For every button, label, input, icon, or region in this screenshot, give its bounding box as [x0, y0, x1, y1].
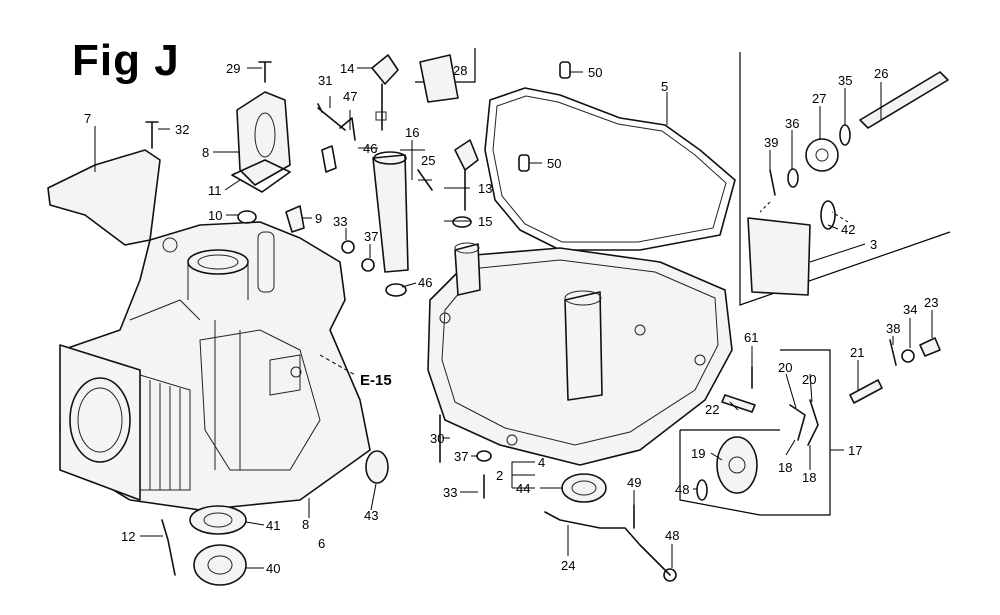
callout-46-lower: 46 — [418, 275, 432, 290]
callout-36: 36 — [785, 116, 799, 131]
bracket-part-7 — [47, 149, 161, 246]
callout-6: 6 — [318, 536, 325, 551]
callout-7: 7 — [84, 111, 91, 126]
callout-50-upper: 50 — [588, 65, 602, 80]
callout-31: 31 — [318, 73, 332, 88]
callout-16: 16 — [405, 125, 419, 140]
callout-13: 13 — [478, 181, 492, 196]
dowel-pin-2 — [518, 154, 530, 172]
callout-15: 15 — [478, 214, 492, 229]
group-boxes — [415, 48, 951, 516]
callout-23: 23 — [924, 295, 938, 310]
callout-17: 17 — [848, 443, 862, 458]
callout-50-lower: 50 — [547, 156, 561, 171]
callout-14: 14 — [340, 61, 354, 76]
dipstick-assembly — [452, 139, 479, 228]
callout-39: 39 — [764, 135, 778, 150]
callout-11: 11 — [208, 183, 222, 198]
callout-41: 41 — [266, 518, 280, 533]
callout-61: 61 — [744, 330, 758, 345]
oil-filler-assembly — [371, 54, 433, 297]
callout-labels: 29 32 7 8 11 10 9 14 31 47 46 16 25 28 5… — [84, 61, 938, 576]
callout-10: 10 — [208, 208, 222, 223]
callout-37-lower: 37 — [454, 449, 468, 464]
callout-20-left: 20 — [778, 360, 792, 375]
callout-49: 49 — [627, 475, 641, 490]
bracket-part-28 — [419, 54, 459, 103]
callout-35: 35 — [838, 73, 852, 88]
callout-8-upper: 8 — [202, 145, 209, 160]
callout-43: 43 — [364, 508, 378, 523]
cylinder-block — [59, 221, 371, 511]
callout-22: 22 — [705, 402, 719, 417]
governor-assembly — [696, 337, 941, 501]
callout-18-right: 18 — [802, 470, 816, 485]
callout-5: 5 — [661, 79, 668, 94]
callout-34: 34 — [903, 302, 917, 317]
callout-4: 4 — [538, 455, 545, 470]
callout-18-left: 18 — [778, 460, 792, 475]
reference-e15: E-15 — [360, 372, 392, 389]
callout-37-upper: 37 — [364, 229, 378, 244]
callout-38: 38 — [886, 321, 900, 336]
callout-28: 28 — [453, 63, 467, 78]
callout-30: 30 — [430, 431, 444, 446]
callout-44: 44 — [516, 481, 530, 496]
box-shaft-assembly — [739, 52, 951, 306]
callout-42: 42 — [841, 222, 855, 237]
small-fasteners — [145, 61, 375, 272]
lower-parts — [161, 414, 677, 586]
callout-25: 25 — [421, 153, 435, 168]
breather-cover — [231, 91, 305, 233]
callout-21: 21 — [850, 345, 864, 360]
callout-9: 9 — [315, 211, 322, 226]
crankcase-cover — [427, 242, 733, 466]
callout-8-lower: 8 — [302, 517, 309, 532]
callout-33-lower: 33 — [443, 485, 457, 500]
box-governor-gear — [679, 430, 761, 516]
callout-24: 24 — [561, 558, 575, 573]
callout-48-lower: 48 — [665, 528, 679, 543]
callout-2: 2 — [496, 468, 503, 483]
callout-32: 32 — [175, 122, 189, 137]
callout-40: 40 — [266, 561, 280, 576]
callout-47: 47 — [343, 89, 357, 104]
gasket-part-5 — [484, 87, 736, 251]
callout-46-upper: 46 — [363, 141, 377, 156]
callout-26: 26 — [874, 66, 888, 81]
callout-27: 27 — [812, 91, 826, 106]
callout-48-right: 48 — [675, 482, 689, 497]
callout-19: 19 — [691, 446, 705, 461]
box-governor-bracket — [760, 349, 831, 516]
figure-title: Fig J — [72, 36, 180, 85]
callout-20-right: 20 — [802, 372, 816, 387]
shaft-assembly — [747, 71, 949, 296]
leader-lines — [94, 67, 933, 569]
callout-29: 29 — [226, 61, 240, 76]
callout-12: 12 — [121, 529, 135, 544]
callout-33-upper: 33 — [333, 214, 347, 229]
callout-3: 3 — [870, 237, 877, 252]
dowel-pin-1 — [559, 61, 571, 79]
